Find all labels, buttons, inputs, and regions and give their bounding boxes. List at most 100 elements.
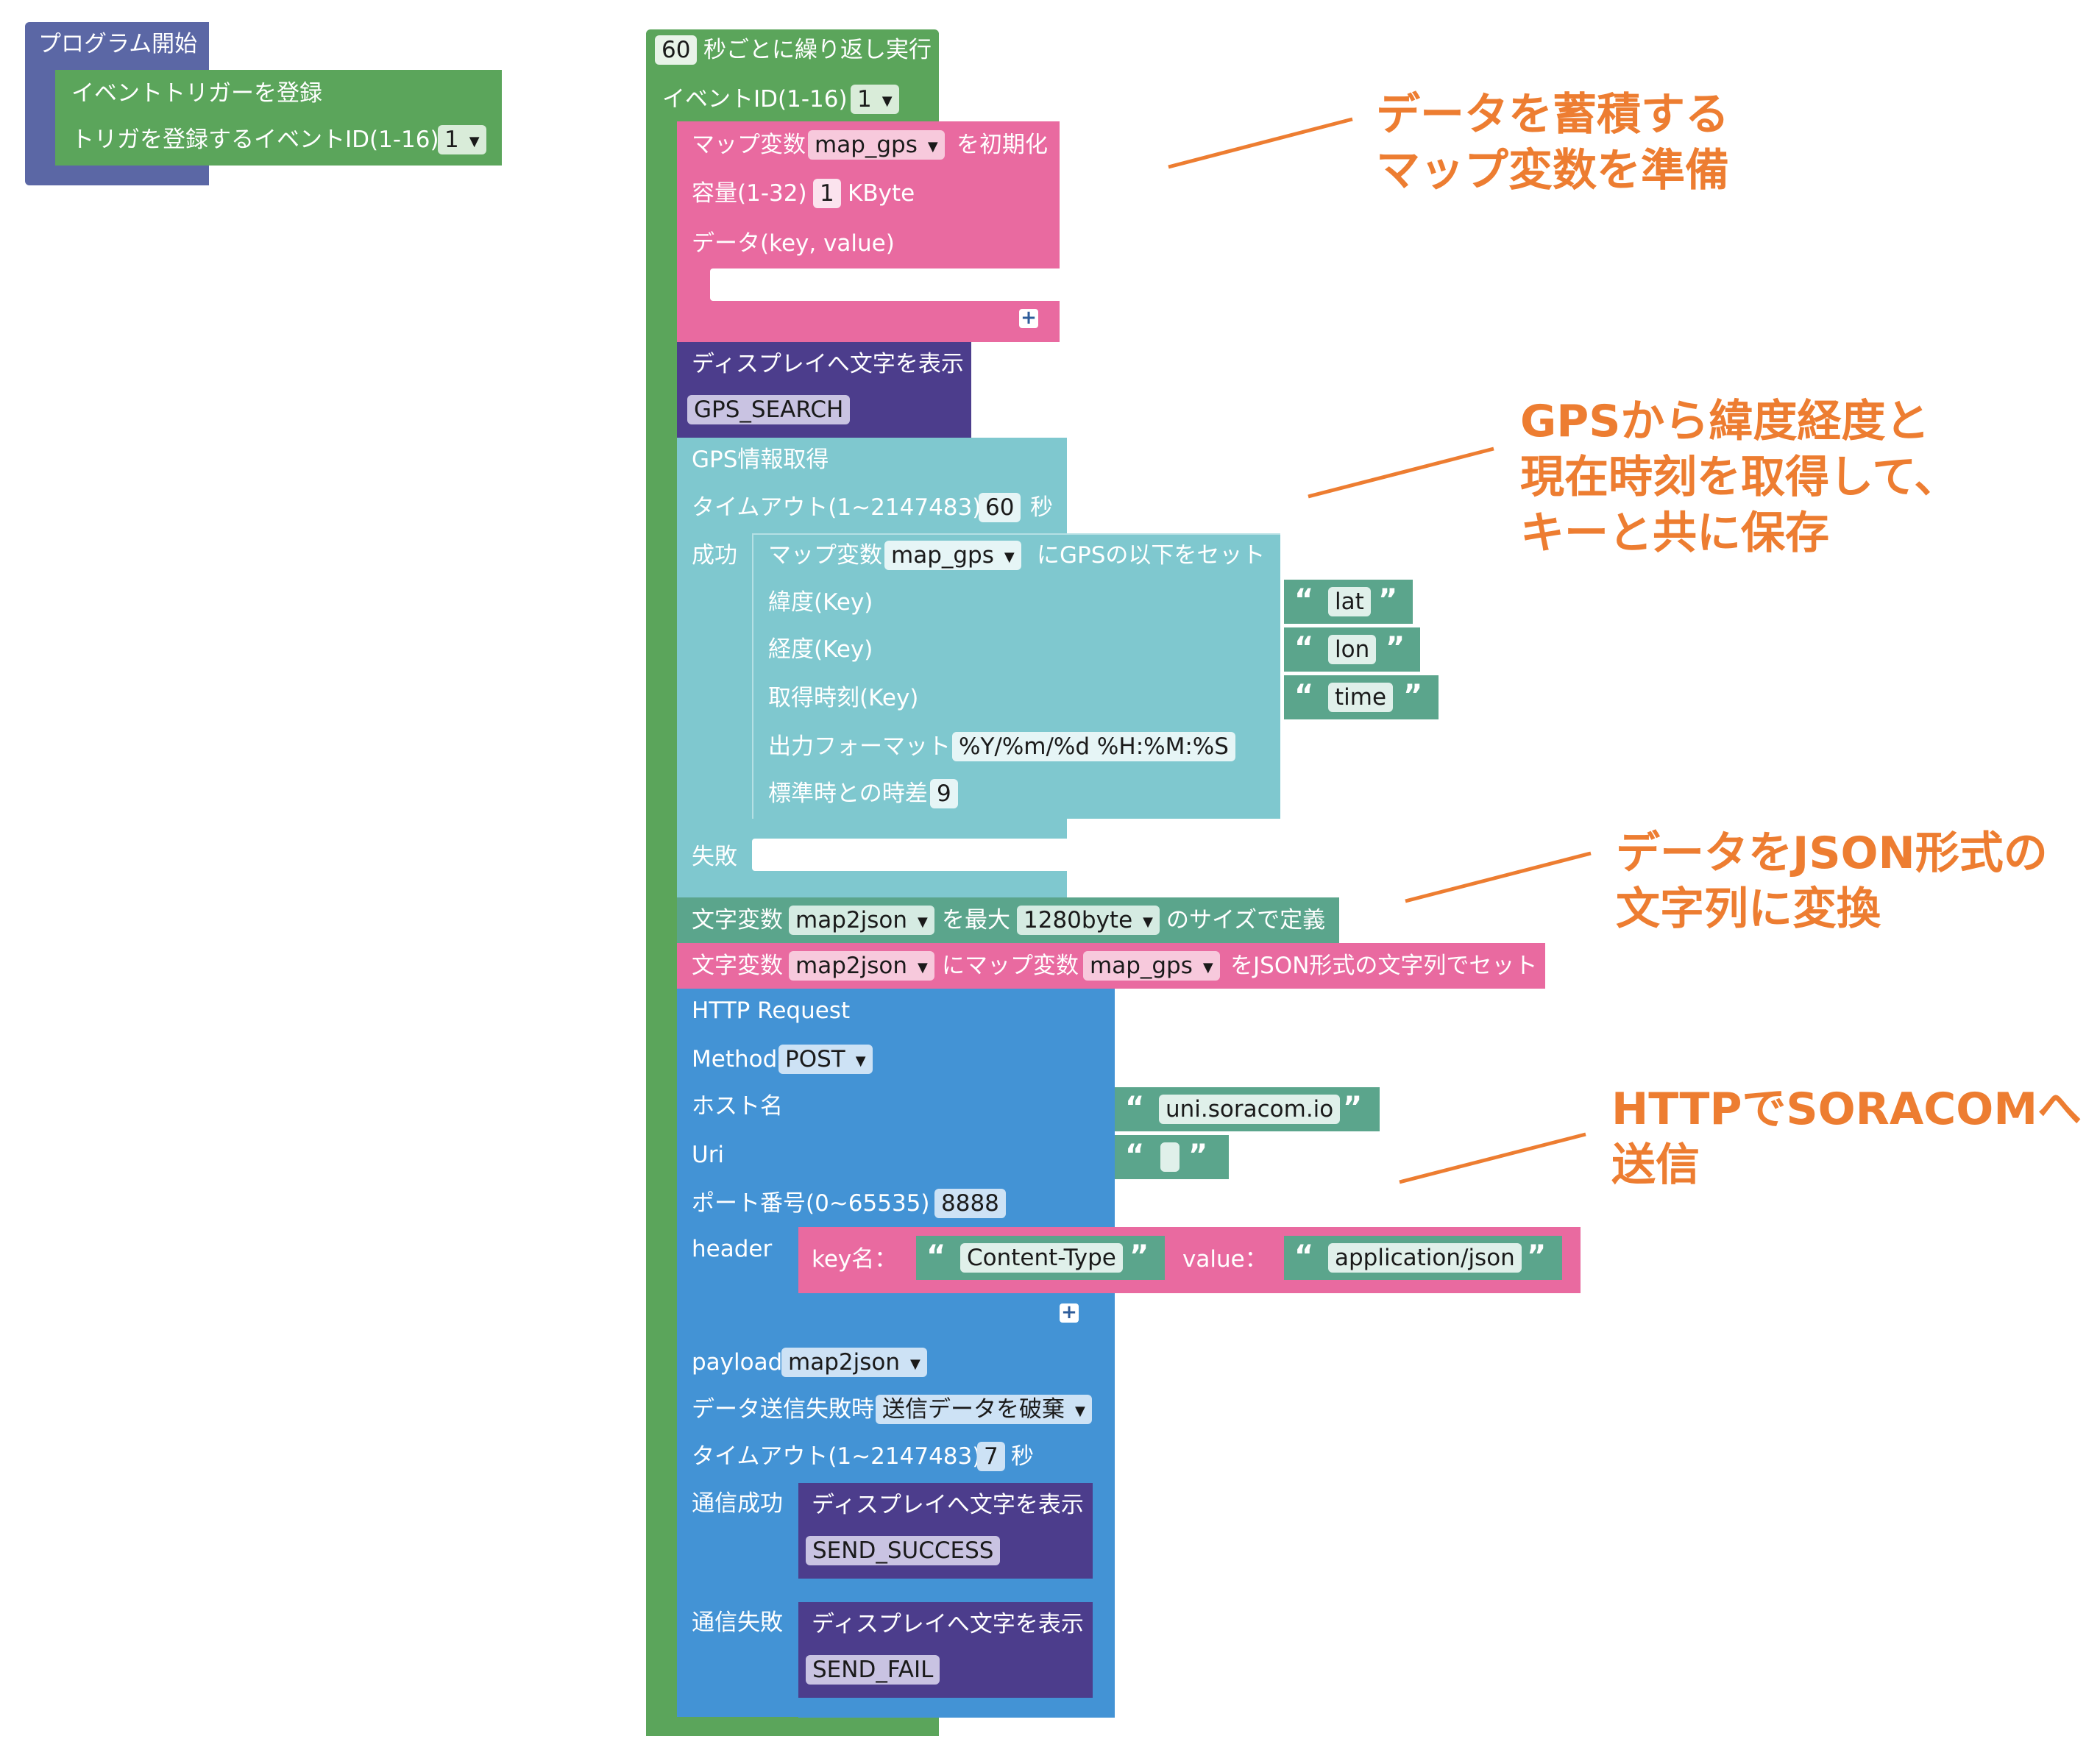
header-value-field[interactable]: application/json (1328, 1243, 1522, 1273)
uri-field[interactable] (1160, 1142, 1180, 1172)
onfail-label: データ送信失敗時 (692, 1396, 874, 1423)
dropdown-arrow-icon: ▼ (927, 139, 938, 154)
interval-field[interactable]: 60 (655, 35, 698, 65)
http-success-label: 通信成功 (692, 1490, 783, 1517)
str-set-prefix: 文字変数 (692, 953, 783, 979)
annotation-http: HTTPでSORACOMへ 送信 (1611, 1084, 2082, 1191)
dropdown-arrow-icon: ▼ (881, 93, 893, 109)
data-kv-slot[interactable] (710, 268, 1060, 301)
str-set-suffix: をJSON形式の文字列でセット (1230, 953, 1538, 979)
host-string-block[interactable]: “ uni.soracom.io ” (1115, 1087, 1380, 1131)
fail-end-bar (798, 1703, 1115, 1718)
method-label: Method (692, 1046, 778, 1073)
add-header-icon[interactable]: + (1060, 1303, 1079, 1323)
close-quote-icon: ” (1527, 1239, 1547, 1273)
string-define-block[interactable]: 文字変数 map2json▼ を最大 1280byte▼ のサイズで定義 (677, 897, 1339, 943)
time-string-block[interactable]: “ time ” (1284, 675, 1439, 719)
header-key-string-block[interactable]: “ Content-Type ” (916, 1236, 1165, 1280)
payload-label: payload (692, 1349, 783, 1376)
annotation-json: データをJSON形式の 文字列に変換 (1616, 828, 2048, 935)
map-init-suffix: を初期化 (957, 132, 1048, 158)
header-key-label: key名： (812, 1246, 898, 1273)
display-fail-block[interactable]: ディスプレイへ文字を表示 SEND_FAIL (798, 1602, 1093, 1698)
str-define-var-dropdown[interactable]: map2json▼ (789, 906, 934, 935)
open-quote-icon: “ (1294, 583, 1314, 617)
lat-key-label: 緯度(Key) (768, 589, 873, 616)
str-define-size-dropdown[interactable]: 1280byte▼ (1017, 906, 1160, 935)
display-success-block[interactable]: ディスプレイへ文字を表示 SEND_SUCCESS (798, 1483, 1093, 1579)
display-success-title: ディスプレイへ文字を表示 (812, 1492, 1084, 1518)
method-dropdown[interactable]: POST▼ (778, 1045, 873, 1074)
gps-set-block[interactable]: マップ変数 map_gps▼ にGPSの以下をセット 緯度(Key) 経度(Ke… (752, 533, 1280, 819)
map-init-block[interactable]: マップ変数 map_gps▼ を初期化 容量(1-32) 1 KByte データ… (677, 121, 1060, 342)
uri-label: Uri (692, 1142, 725, 1168)
dropdown-arrow-icon: ▼ (1202, 960, 1213, 975)
annotation-line-2 (1308, 447, 1494, 499)
gps-timeout-field[interactable]: 60 (979, 493, 1021, 522)
display-fail-text[interactable]: SEND_FAIL (806, 1655, 940, 1685)
lon-string-field[interactable]: lon (1328, 635, 1377, 664)
open-quote-icon: “ (1294, 631, 1314, 665)
annotation-line-3 (1405, 851, 1592, 903)
http-fail-label: 通信失敗 (692, 1609, 783, 1636)
header-value-label: value： (1182, 1246, 1268, 1273)
gps-set-var-dropdown[interactable]: map_gps▼ (884, 541, 1021, 570)
trigger-id-dropdown[interactable]: 1▼ (438, 125, 486, 154)
event-id-dropdown[interactable]: 1▼ (851, 85, 899, 114)
http-timeout-label: タイムアウト(1~2147483) (692, 1443, 982, 1470)
dropdown-arrow-icon: ▼ (855, 1053, 866, 1069)
display-search-block[interactable]: ディスプレイへ文字を表示 GPS_SEARCH (677, 342, 971, 438)
str-set-map-dropdown[interactable]: map_gps▼ (1083, 951, 1220, 981)
close-quote-icon: ” (1129, 1239, 1149, 1273)
close-quote-icon: ” (1378, 583, 1398, 617)
annotation-map-var: データを蓄積する マップ変数を準備 (1376, 89, 1729, 196)
onfail-dropdown[interactable]: 送信データを破棄▼ (876, 1395, 1092, 1424)
annotation-gps: GPSから緯度経度と 現在時刻を取得して、 キーと共に保存 (1520, 396, 1959, 559)
add-item-icon[interactable]: + (1019, 308, 1038, 328)
format-field[interactable]: %Y/%m/%d %H:%M:%S (952, 732, 1235, 761)
payload-dropdown[interactable]: map2json▼ (781, 1348, 927, 1377)
string-set-block[interactable]: 文字変数 map2json▼ にマップ変数 map_gps▼ をJSON形式の文… (677, 943, 1545, 989)
close-quote-icon: ” (1403, 679, 1423, 713)
register-trigger-label: イベントトリガーを登録 (71, 80, 322, 107)
gps-timeout-label: タイムアウト(1~2147483) (692, 494, 982, 521)
port-field[interactable]: 8888 (934, 1189, 1006, 1218)
uri-string-block[interactable]: “ ” (1115, 1135, 1229, 1179)
open-quote-icon: “ (1294, 679, 1314, 713)
trigger-id-label: トリガを登録するイベントID(1-16) (71, 127, 439, 153)
map-var-dropdown[interactable]: map_gps▼ (808, 130, 945, 160)
capacity-field[interactable]: 1 (813, 179, 841, 208)
open-quote-icon: “ (1125, 1091, 1145, 1125)
gps-fail-label: 失敗 (692, 844, 737, 870)
gps-success-label: 成功 (692, 542, 737, 569)
tz-field[interactable]: 9 (930, 779, 958, 808)
gps-fail-slot[interactable] (752, 839, 1067, 871)
gps-set-prefix: マップ変数 (768, 542, 882, 569)
gps-timeout-unit: 秒 (1030, 494, 1053, 521)
tz-label: 標準時との時差 (768, 780, 928, 807)
dropdown-arrow-icon: ▼ (909, 1356, 920, 1372)
header-key-field[interactable]: Content-Type (960, 1243, 1123, 1273)
time-string-field[interactable]: time (1328, 683, 1394, 712)
gps-set-suffix: にGPSの以下をセット (1037, 542, 1266, 569)
register-trigger-block[interactable]: イベントトリガーを登録 トリガを登録するイベントID(1-16) 1▼ (55, 70, 502, 166)
header-value-string-block[interactable]: “ application/json ” (1284, 1236, 1562, 1280)
lon-string-block[interactable]: “ lon ” (1284, 627, 1420, 672)
http-timeout-unit: 秒 (1011, 1443, 1034, 1470)
open-quote-icon: “ (1294, 1239, 1314, 1273)
lat-string-block[interactable]: “ lat ” (1284, 580, 1413, 624)
host-label: ホスト名 (692, 1093, 783, 1120)
display-fail-title: ディスプレイへ文字を表示 (812, 1611, 1084, 1637)
close-quote-icon: ” (1386, 631, 1405, 665)
dropdown-arrow-icon: ▼ (1143, 914, 1153, 930)
str-set-var-dropdown[interactable]: map2json▼ (789, 951, 934, 981)
display-search-text[interactable]: GPS_SEARCH (687, 395, 851, 424)
http-timeout-field[interactable]: 7 (977, 1442, 1005, 1471)
port-label: ポート番号(0~65535) (692, 1190, 930, 1217)
host-field[interactable]: uni.soracom.io (1159, 1095, 1341, 1124)
lon-key-label: 経度(Key) (768, 636, 873, 663)
format-label: 出力フォーマット (768, 733, 951, 760)
lat-string-field[interactable]: lat (1328, 587, 1371, 616)
display-success-text[interactable]: SEND_SUCCESS (806, 1536, 1001, 1565)
data-kv-label: データ(key, value) (692, 230, 895, 257)
